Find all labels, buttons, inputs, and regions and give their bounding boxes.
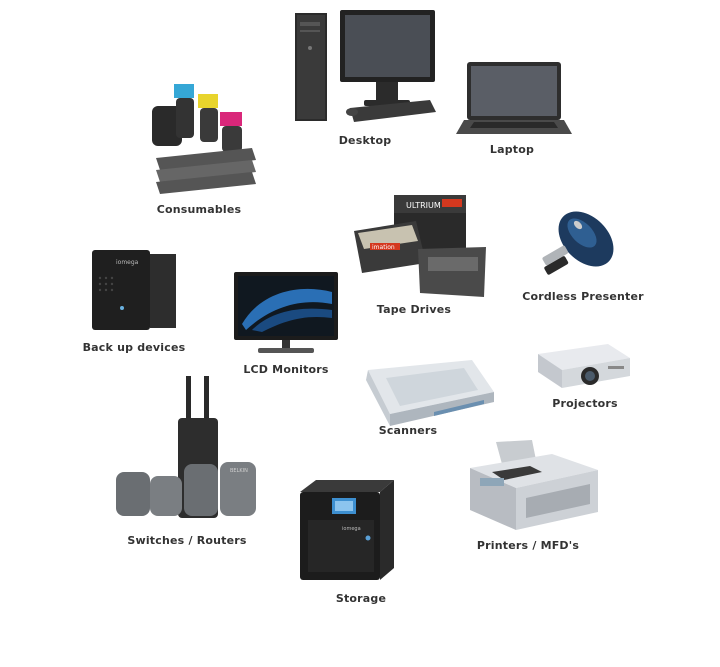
laptop-image [456, 62, 572, 134]
label-scanners: Scanners [378, 424, 438, 437]
label-cordless-presenter: Cordless Presenter [522, 290, 644, 303]
tape-drives-image: ULTRIUM imation [354, 195, 486, 297]
printer-image [470, 440, 598, 530]
lcd-monitor-image [234, 272, 338, 353]
storage-brand-text: iomega [342, 526, 361, 532]
backup-brand-text: iomega [116, 259, 139, 266]
consumables-image [152, 84, 256, 194]
switches-routers-image: BELKIN [116, 376, 256, 518]
tape-brand-label: imation [372, 244, 395, 251]
label-backup-devices: Back up devices [82, 341, 186, 354]
label-desktop: Desktop [338, 134, 392, 147]
tape-brand-text: ULTRIUM [406, 201, 441, 210]
label-consumables: Consumables [156, 203, 242, 216]
presenter-image [542, 211, 614, 275]
label-tape-drives: Tape Drives [376, 303, 452, 316]
label-projectors: Projectors [552, 397, 618, 410]
label-lcd-monitors: LCD Monitors [243, 363, 329, 376]
desktop-image [295, 10, 436, 122]
label-laptop: Laptop [489, 143, 535, 156]
projector-image [538, 344, 630, 388]
label-storage: Storage [335, 592, 387, 605]
scanner-image [366, 360, 494, 426]
backup-device-image: iomega [92, 250, 176, 330]
router-brand-text: BELKIN [230, 468, 248, 474]
storage-image: iomega [300, 480, 394, 580]
label-switches-routers: Switches / Routers [127, 534, 247, 547]
label-printers-mfds: Printers / MFD's [476, 539, 580, 552]
